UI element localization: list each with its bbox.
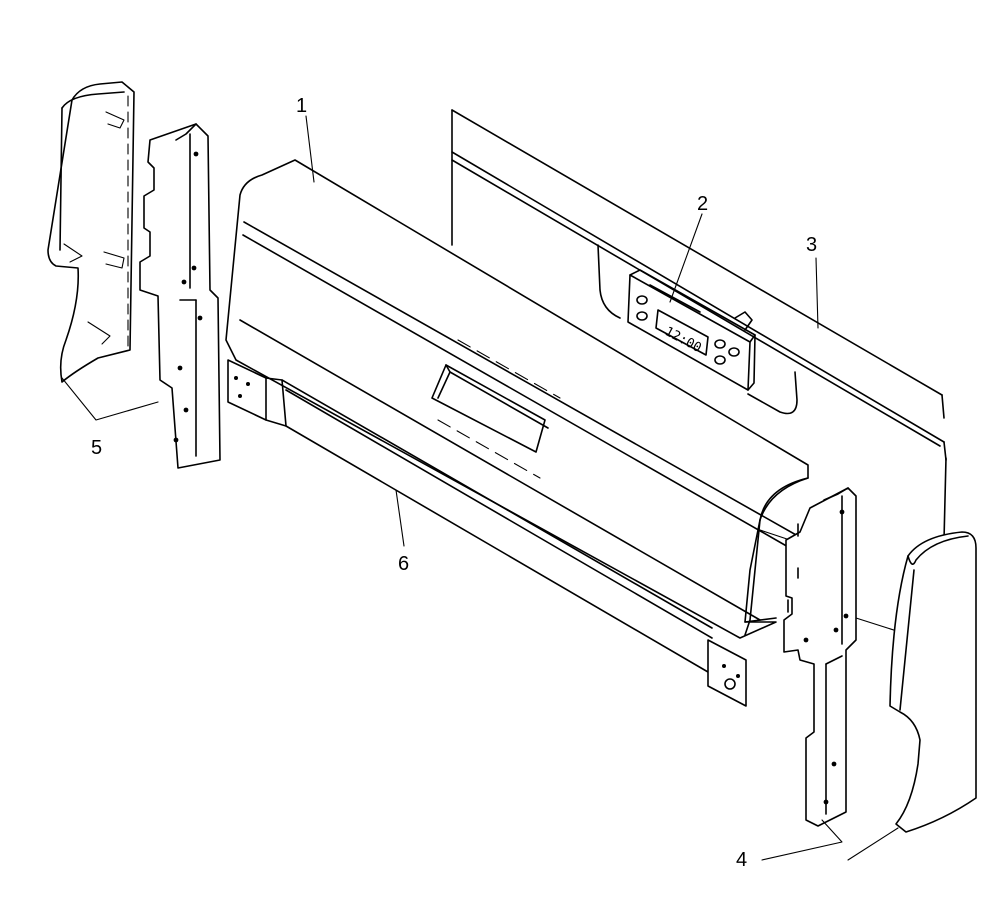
leader-4a — [761, 819, 843, 861]
clock-button-left-top — [636, 295, 648, 305]
left-end-cap — [47, 81, 135, 383]
clock-button-right-top — [714, 339, 726, 349]
clock-button-left-bottom — [636, 311, 648, 321]
trim-bracket — [227, 359, 747, 707]
right-side-bracket — [783, 487, 857, 827]
leader-lines — [61, 115, 899, 861]
leader-6 — [395, 489, 405, 547]
leader-4b — [847, 827, 899, 861]
clock-button-right-mid — [728, 347, 740, 357]
rear-panel — [451, 109, 947, 633]
callout-6: 6 — [398, 553, 409, 575]
leader-1 — [305, 115, 315, 183]
callout-labels: 1 2 3 4 5 6 — [91, 95, 817, 871]
callout-5: 5 — [91, 437, 102, 459]
control-panel — [225, 159, 809, 639]
clock-module: 12:00 — [627, 269, 756, 391]
callout-2: 2 — [697, 193, 708, 215]
clock-button-right-bottom — [714, 355, 726, 365]
leader-3 — [815, 257, 819, 329]
left-side-bracket — [139, 123, 221, 469]
callout-1: 1 — [296, 95, 307, 117]
right-end-cap — [889, 531, 977, 833]
leader-2 — [669, 213, 703, 303]
leader-5 — [61, 377, 159, 421]
callout-3: 3 — [806, 234, 817, 256]
callout-4: 4 — [736, 849, 747, 871]
